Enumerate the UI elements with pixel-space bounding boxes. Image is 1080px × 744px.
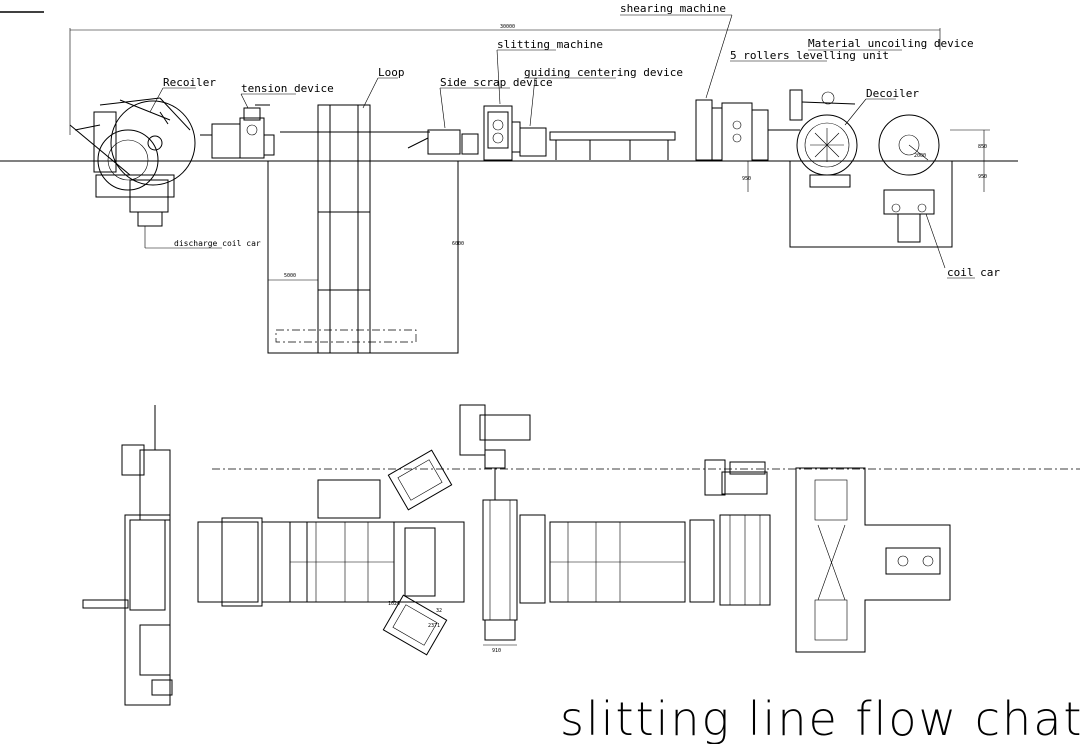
recoiler-label: Recoiler — [163, 76, 216, 89]
overall-dimension: 30000 — [69, 24, 941, 135]
shearing-machine-label: shearing machine — [620, 2, 726, 15]
height-c-text: 950 — [978, 174, 987, 180]
shearing-machine — [695, 99, 723, 161]
guiding-centering-device — [519, 127, 676, 160]
loop-pit: 5000 6000 — [267, 104, 464, 354]
height-b-text: 850 — [978, 144, 987, 150]
plan-centering — [549, 519, 715, 603]
side-scrap-device — [407, 129, 479, 155]
loop-label: Loop — [378, 66, 405, 79]
plan-slitter: 910 — [459, 404, 546, 654]
plan-shear — [704, 459, 771, 606]
levelling-unit-label: 5 rollers levelling unit — [730, 49, 889, 62]
recoiler — [69, 97, 222, 249]
overall-length-text: 30000 — [500, 24, 515, 30]
discharge-coil-car-label: discharge coil car — [174, 239, 261, 248]
material-uncoiling-device — [789, 89, 856, 121]
plan-dim-a: 1020 — [388, 601, 400, 607]
loop-depth-text: 6000 — [452, 241, 464, 247]
slitting-machine-label: slitting machine — [497, 38, 603, 51]
tension-device-label: tension device — [241, 82, 334, 95]
coil-dia-text: 2000 — [914, 153, 926, 159]
loop-width-text: 5000 — [284, 273, 296, 279]
five-rollers-levelling-unit: 950 — [721, 102, 800, 192]
plan-decoiler — [795, 467, 951, 653]
coil-car: 2000 850 950 — [878, 114, 990, 269]
slitting-machine — [483, 105, 521, 161]
plan-recoiler — [82, 405, 173, 706]
guiding-centering-device-label: guiding centering device — [524, 66, 683, 79]
plan-loop — [197, 479, 465, 607]
plan-side-scrap: 1020 2371 32 — [382, 449, 453, 656]
tension-device — [200, 104, 275, 159]
plan-dim-c: 910 — [492, 648, 501, 654]
coil-car-label: coil car — [947, 266, 1000, 279]
decoiler-label: Decoiler — [866, 87, 919, 100]
material-uncoiling-device-label: Material uncoiling device — [808, 37, 974, 50]
plan-dim-b: 2371 — [428, 623, 440, 629]
plan-dim-d: 32 — [436, 608, 442, 614]
diagram-title: slitting line flow chat — [560, 692, 1080, 744]
height-a-text: 950 — [742, 176, 751, 182]
side-scrap-device-label: Side scrap device — [440, 76, 553, 89]
decoiler — [789, 114, 953, 248]
